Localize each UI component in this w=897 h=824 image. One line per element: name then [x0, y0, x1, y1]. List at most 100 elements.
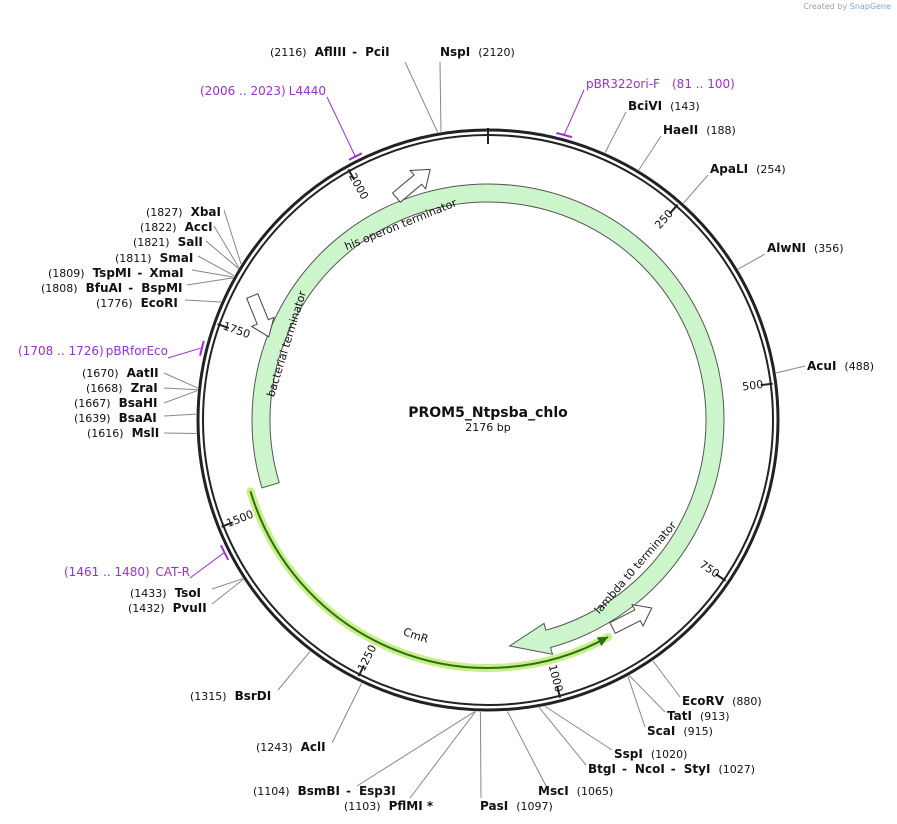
- enzyme-name: EcoRV: [682, 694, 725, 708]
- enzyme-name: XbaI: [191, 205, 221, 219]
- tick-label: 500: [742, 378, 764, 394]
- enzyme-name: BsaAI: [119, 411, 157, 425]
- site-separator: -: [622, 762, 627, 776]
- site-leader: [627, 676, 646, 728]
- site-separator: -: [671, 762, 676, 776]
- site-position: (1433): [130, 587, 167, 600]
- site-separator: -: [137, 266, 142, 280]
- tick-mark: [760, 382, 773, 387]
- enzyme-name: ApaLI: [710, 162, 748, 176]
- site-position: (2116): [270, 46, 307, 59]
- enzyme-name: NcoI: [635, 762, 665, 776]
- site-leader: [638, 135, 662, 171]
- primer-l4440-mark: [348, 152, 363, 161]
- site-leader: [223, 209, 242, 265]
- site-position: (1243): [256, 741, 293, 754]
- site-leader: [737, 253, 766, 270]
- primer-pbr322ori-f-range: (81 .. 100): [672, 77, 735, 91]
- primer-pbrforeco-leader: [167, 347, 202, 359]
- enzyme-name: PvuII: [173, 601, 207, 615]
- tick-mark: [668, 203, 679, 215]
- enzyme-name: TspMI: [93, 266, 132, 280]
- restriction-site-label: TatI(913): [667, 709, 730, 723]
- site-leader: [479, 711, 482, 799]
- site-position: (1668): [86, 382, 123, 395]
- cmr-feature-arrow: [251, 183, 725, 655]
- site-position: (1065): [577, 785, 614, 798]
- enzyme-name: MslI: [132, 426, 160, 440]
- site-position: (880): [732, 695, 762, 708]
- enzyme-name: PciI: [365, 45, 390, 59]
- site-leader: [197, 255, 235, 277]
- enzyme-name: NspI: [440, 45, 470, 59]
- enzyme-name: SmaI: [160, 251, 194, 265]
- restriction-site-label: (1808)BfuAI-BspMI: [41, 281, 183, 295]
- site-position: (1827): [146, 206, 183, 219]
- enzyme-name: HaeII: [663, 123, 698, 137]
- cmr-label-textpath: CmR: [401, 625, 430, 646]
- enzyme-name: XmaI: [149, 266, 183, 280]
- enzyme-name: AflIII: [315, 45, 347, 59]
- site-position: (1822): [140, 221, 177, 234]
- enzyme-name: EcoRI: [141, 296, 178, 310]
- primer-pbrforeco-label: pBRforEco: [106, 344, 168, 358]
- tick-label: 1750: [221, 320, 252, 342]
- primer-cat-r-leader: [189, 552, 224, 579]
- primer-pbr322ori-f-label: pBR322ori-F: [586, 77, 660, 91]
- restriction-site-label: (1668)ZraI: [86, 381, 158, 395]
- site-leader: [163, 413, 197, 417]
- restriction-site-label: (1667)BsaHI: [74, 396, 157, 410]
- site-leader: [409, 711, 476, 799]
- site-leader: [211, 579, 244, 605]
- primer-cat-r-range: (1461 .. 1480): [64, 565, 150, 579]
- site-position: (1097): [516, 800, 553, 813]
- restriction-site-label: (1616)MslI: [87, 426, 159, 440]
- site-position: (356): [814, 242, 844, 255]
- site-leader: [163, 372, 198, 389]
- enzyme-name: TatI: [667, 709, 692, 723]
- snapgene-branding: Created by SnapGene: [803, 2, 891, 11]
- site-position: (1020): [651, 748, 688, 761]
- site-leader: [683, 174, 709, 204]
- enzyme-name: TsoI: [175, 586, 201, 600]
- site-leader: [213, 225, 240, 268]
- site-separator: -: [352, 45, 357, 59]
- bacterial-terminator-arrow: [246, 293, 275, 338]
- site-separator: -: [346, 784, 351, 798]
- restriction-site-label: (1433) TsoI: [130, 586, 201, 600]
- site-leader: [544, 705, 613, 751]
- site-position: (1104): [253, 785, 290, 798]
- primer-l4440-label: L4440: [289, 84, 326, 98]
- site-leader: [184, 299, 221, 303]
- backbone: [196, 128, 780, 712]
- site-position: (188): [706, 124, 736, 137]
- site-position: (1639): [74, 412, 111, 425]
- enzyme-name: BtgI: [588, 762, 616, 776]
- tick-mark: [715, 573, 727, 582]
- site-position: (1821): [133, 236, 170, 249]
- site-leader: [652, 660, 681, 698]
- lambda-terminator-arrow-shape: [609, 603, 653, 635]
- site-position: (1776): [96, 297, 133, 310]
- restriction-site-label: MscI(1065): [538, 784, 613, 798]
- cmr-label: CmR: [401, 625, 430, 646]
- tick-mark: [347, 168, 356, 181]
- site-position: (1808): [41, 282, 78, 295]
- site-position: (1670): [82, 367, 119, 380]
- primer-l4440-leader: [326, 96, 356, 156]
- restriction-site-label: AlwNI (356): [767, 241, 844, 255]
- enzyme-name: AatII: [127, 366, 159, 380]
- enzyme-name: BsrDI: [235, 689, 272, 703]
- enzyme-name: AlwNI: [767, 241, 806, 255]
- site-leader: [628, 675, 666, 713]
- restriction-site-label: AcuI(488): [807, 359, 874, 373]
- tick-mark: [217, 323, 230, 330]
- enzyme-name: ScaI: [647, 724, 675, 738]
- enzyme-name: BciVI: [628, 99, 662, 113]
- tick-mark: [556, 685, 562, 699]
- plasmid-length: 2176 bp: [465, 421, 510, 434]
- site-leader: [191, 269, 234, 278]
- restriction-site-label: (1809)TspMI-XmaI: [48, 266, 184, 280]
- primer-pbr322ori-f-leader: [564, 89, 585, 135]
